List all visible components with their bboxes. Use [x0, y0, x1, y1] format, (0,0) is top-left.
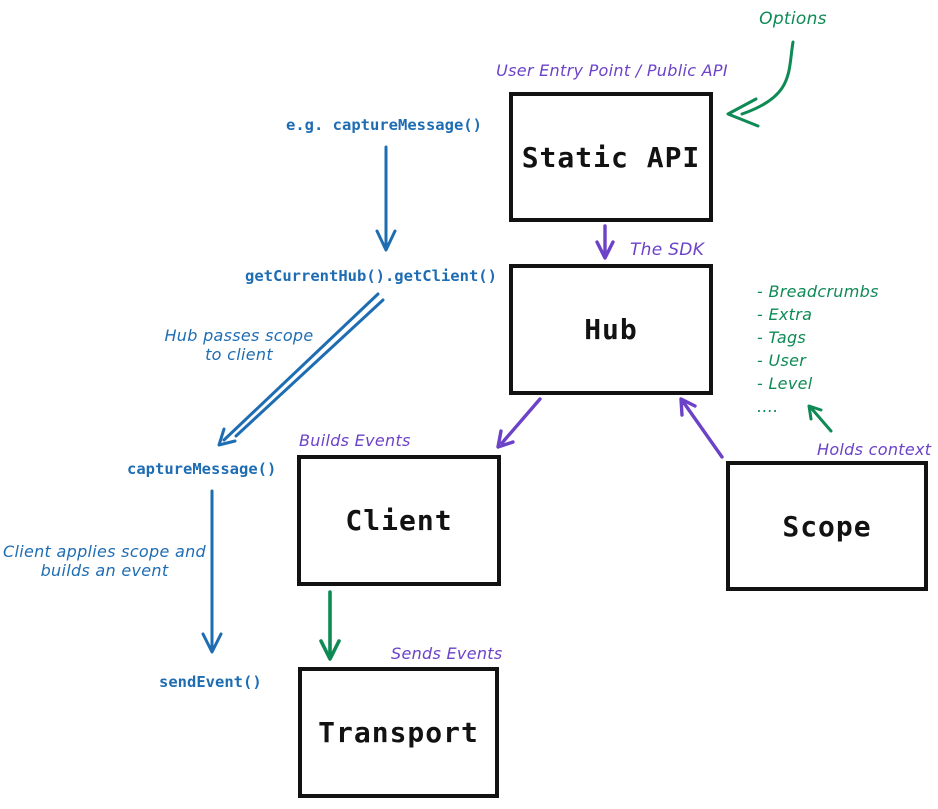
options-label: Options	[759, 9, 827, 29]
static-api-box: Static API	[509, 92, 713, 222]
scope-context-list: - Breadcrumbs - Extra - Tags - User - Le…	[757, 280, 879, 418]
client-to-transport-arrow-head	[319, 639, 341, 661]
hub-box: Hub	[509, 264, 713, 395]
client-applies-line2: builds an event	[40, 561, 169, 580]
the-sdk-label: The SDK	[630, 240, 705, 260]
scope-box: Scope	[726, 461, 928, 591]
capture-message-label: captureMessage()	[127, 460, 277, 478]
client-applies-label: Client applies scope and builds an event	[2, 542, 207, 580]
options-arrow	[740, 40, 795, 116]
context-item-extra: - Extra	[757, 305, 813, 324]
scope-to-hub-arrow	[682, 401, 724, 459]
user-entry-point-label: User Entry Point / Public API	[496, 61, 728, 80]
hub-to-client-arrow	[500, 397, 542, 445]
hub-passes-scope-line2: to client	[205, 345, 273, 364]
capture-to-gethub-arrow-head	[375, 229, 397, 252]
context-item-level: - Level	[757, 374, 813, 393]
scope-to-hub-arrow-head	[679, 397, 697, 417]
transport-box: Transport	[298, 667, 499, 798]
client-applies-line1: Client applies scope and	[3, 542, 206, 561]
eg-capture-message-label: e.g. captureMessage()	[286, 116, 482, 134]
hub-passes-scope-label: Hub passes scope to client	[158, 326, 320, 364]
options-arrow-head	[726, 97, 760, 128]
gethub-to-capture-arrow-shaft2	[234, 298, 385, 438]
send-event-label: sendEvent()	[159, 673, 262, 691]
client-box: Client	[297, 455, 501, 586]
client-box-label: Client	[345, 504, 453, 537]
builds-events-label: Builds Events	[299, 431, 411, 450]
transport-box-label: Transport	[318, 716, 479, 749]
holds-context-label: Holds context	[817, 440, 932, 459]
scope-box-label: Scope	[782, 509, 872, 543]
static-api-box-label: Static API	[521, 140, 701, 174]
gethub-to-capture-arrow	[222, 292, 380, 442]
hub-passes-scope-line1: Hub passes scope	[164, 326, 314, 345]
hub-to-client-arrow-head	[496, 429, 515, 449]
staticapi-to-hub-arrow-head	[595, 240, 615, 260]
context-item-breadcrumbs: - Breadcrumbs	[757, 282, 879, 301]
get-current-hub-label: getCurrentHub().getClient()	[245, 267, 497, 285]
context-item-tags: - Tags	[757, 328, 807, 347]
sends-events-label: Sends Events	[391, 644, 503, 663]
context-item-ellipsis: ....	[757, 397, 779, 416]
hub-box-label: Hub	[584, 313, 638, 346]
capture-to-sendevent-arrow-head	[201, 632, 223, 654]
context-item-user: - User	[757, 351, 807, 370]
gethub-to-capture-arrow-head	[217, 427, 237, 447]
